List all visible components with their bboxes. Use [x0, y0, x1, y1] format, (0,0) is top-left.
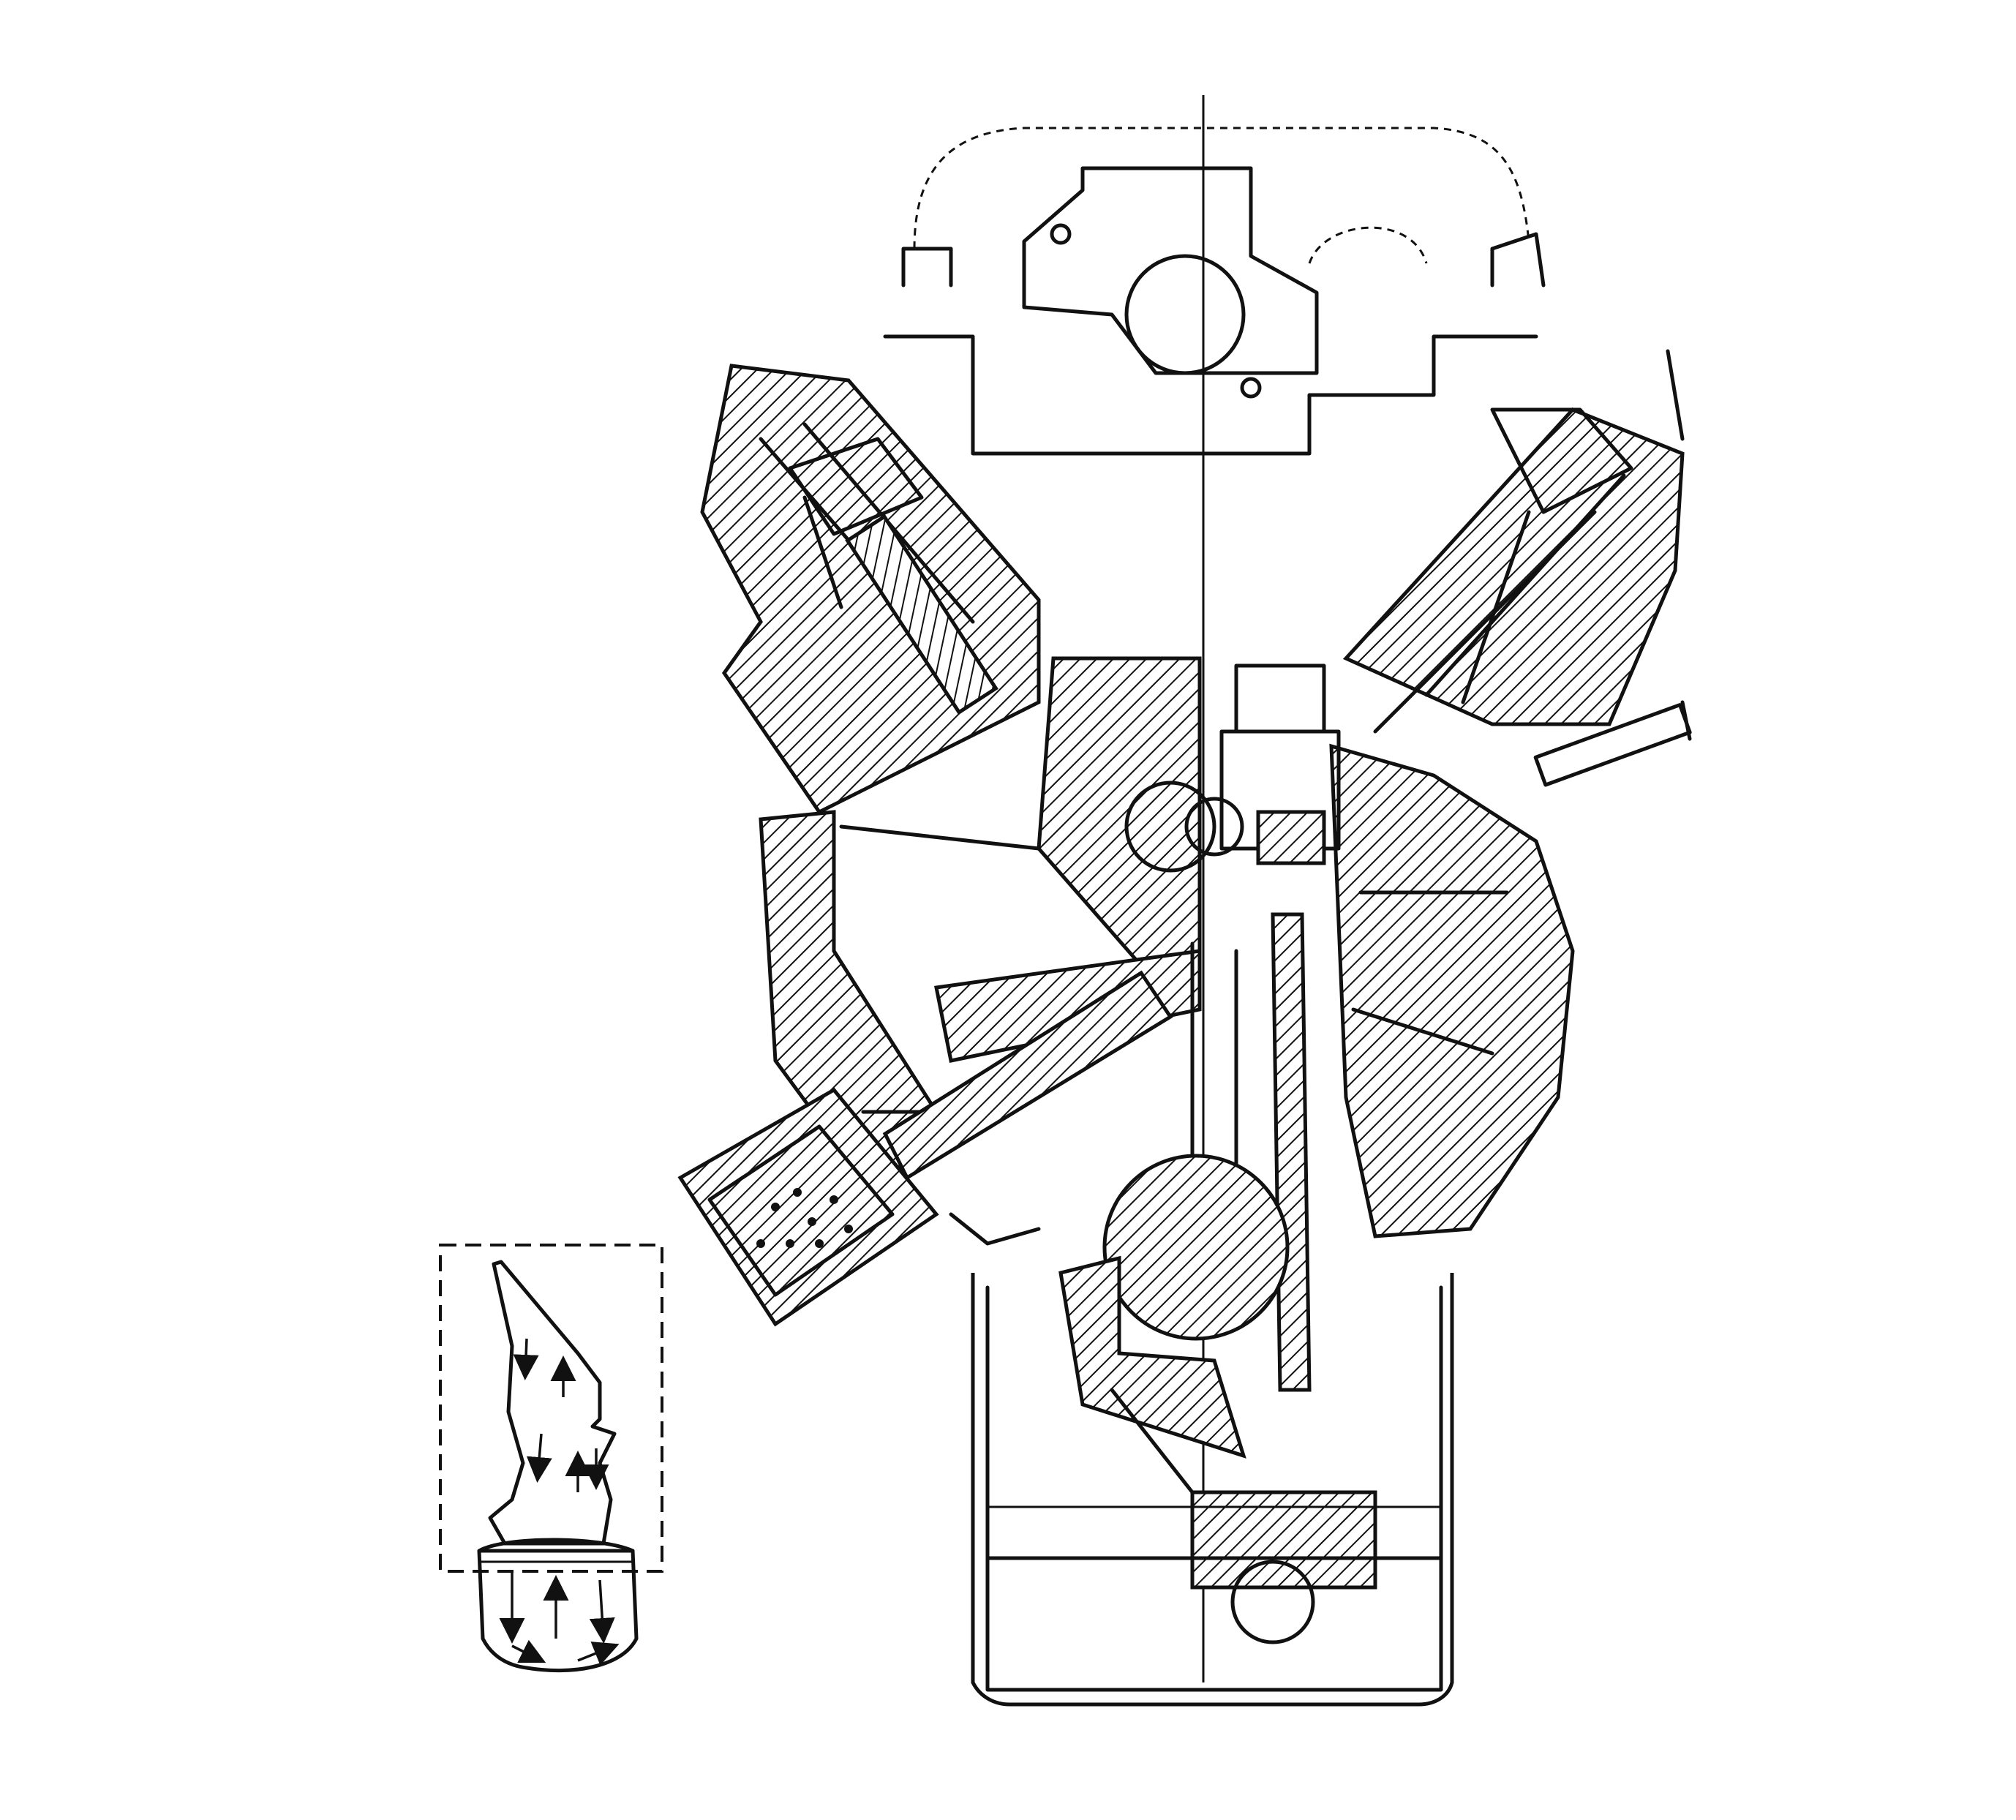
- valve-left: [788, 437, 998, 715]
- oil-filter: [677, 970, 1173, 1327]
- inset-frame: [439, 1244, 663, 1573]
- spark-plug: [1533, 349, 1692, 787]
- cylinder-head-right: [1342, 407, 1685, 734]
- valve-right: [1461, 407, 1633, 704]
- rocker-cover: [901, 127, 1546, 287]
- oil-filter-flow-inset: [439, 1244, 663, 1673]
- intake-manifold: [883, 166, 1538, 456]
- cylinder-block: [759, 656, 1575, 1246]
- oil-pan: [971, 1273, 1454, 1707]
- flow-arrows: [499, 1338, 620, 1666]
- piston: [1124, 663, 1341, 873]
- cylinder-head-left: [700, 364, 1041, 815]
- crankshaft: [1058, 1154, 1290, 1459]
- filter-element-dots: [756, 1188, 853, 1248]
- oil-pump: [1110, 1388, 1377, 1644]
